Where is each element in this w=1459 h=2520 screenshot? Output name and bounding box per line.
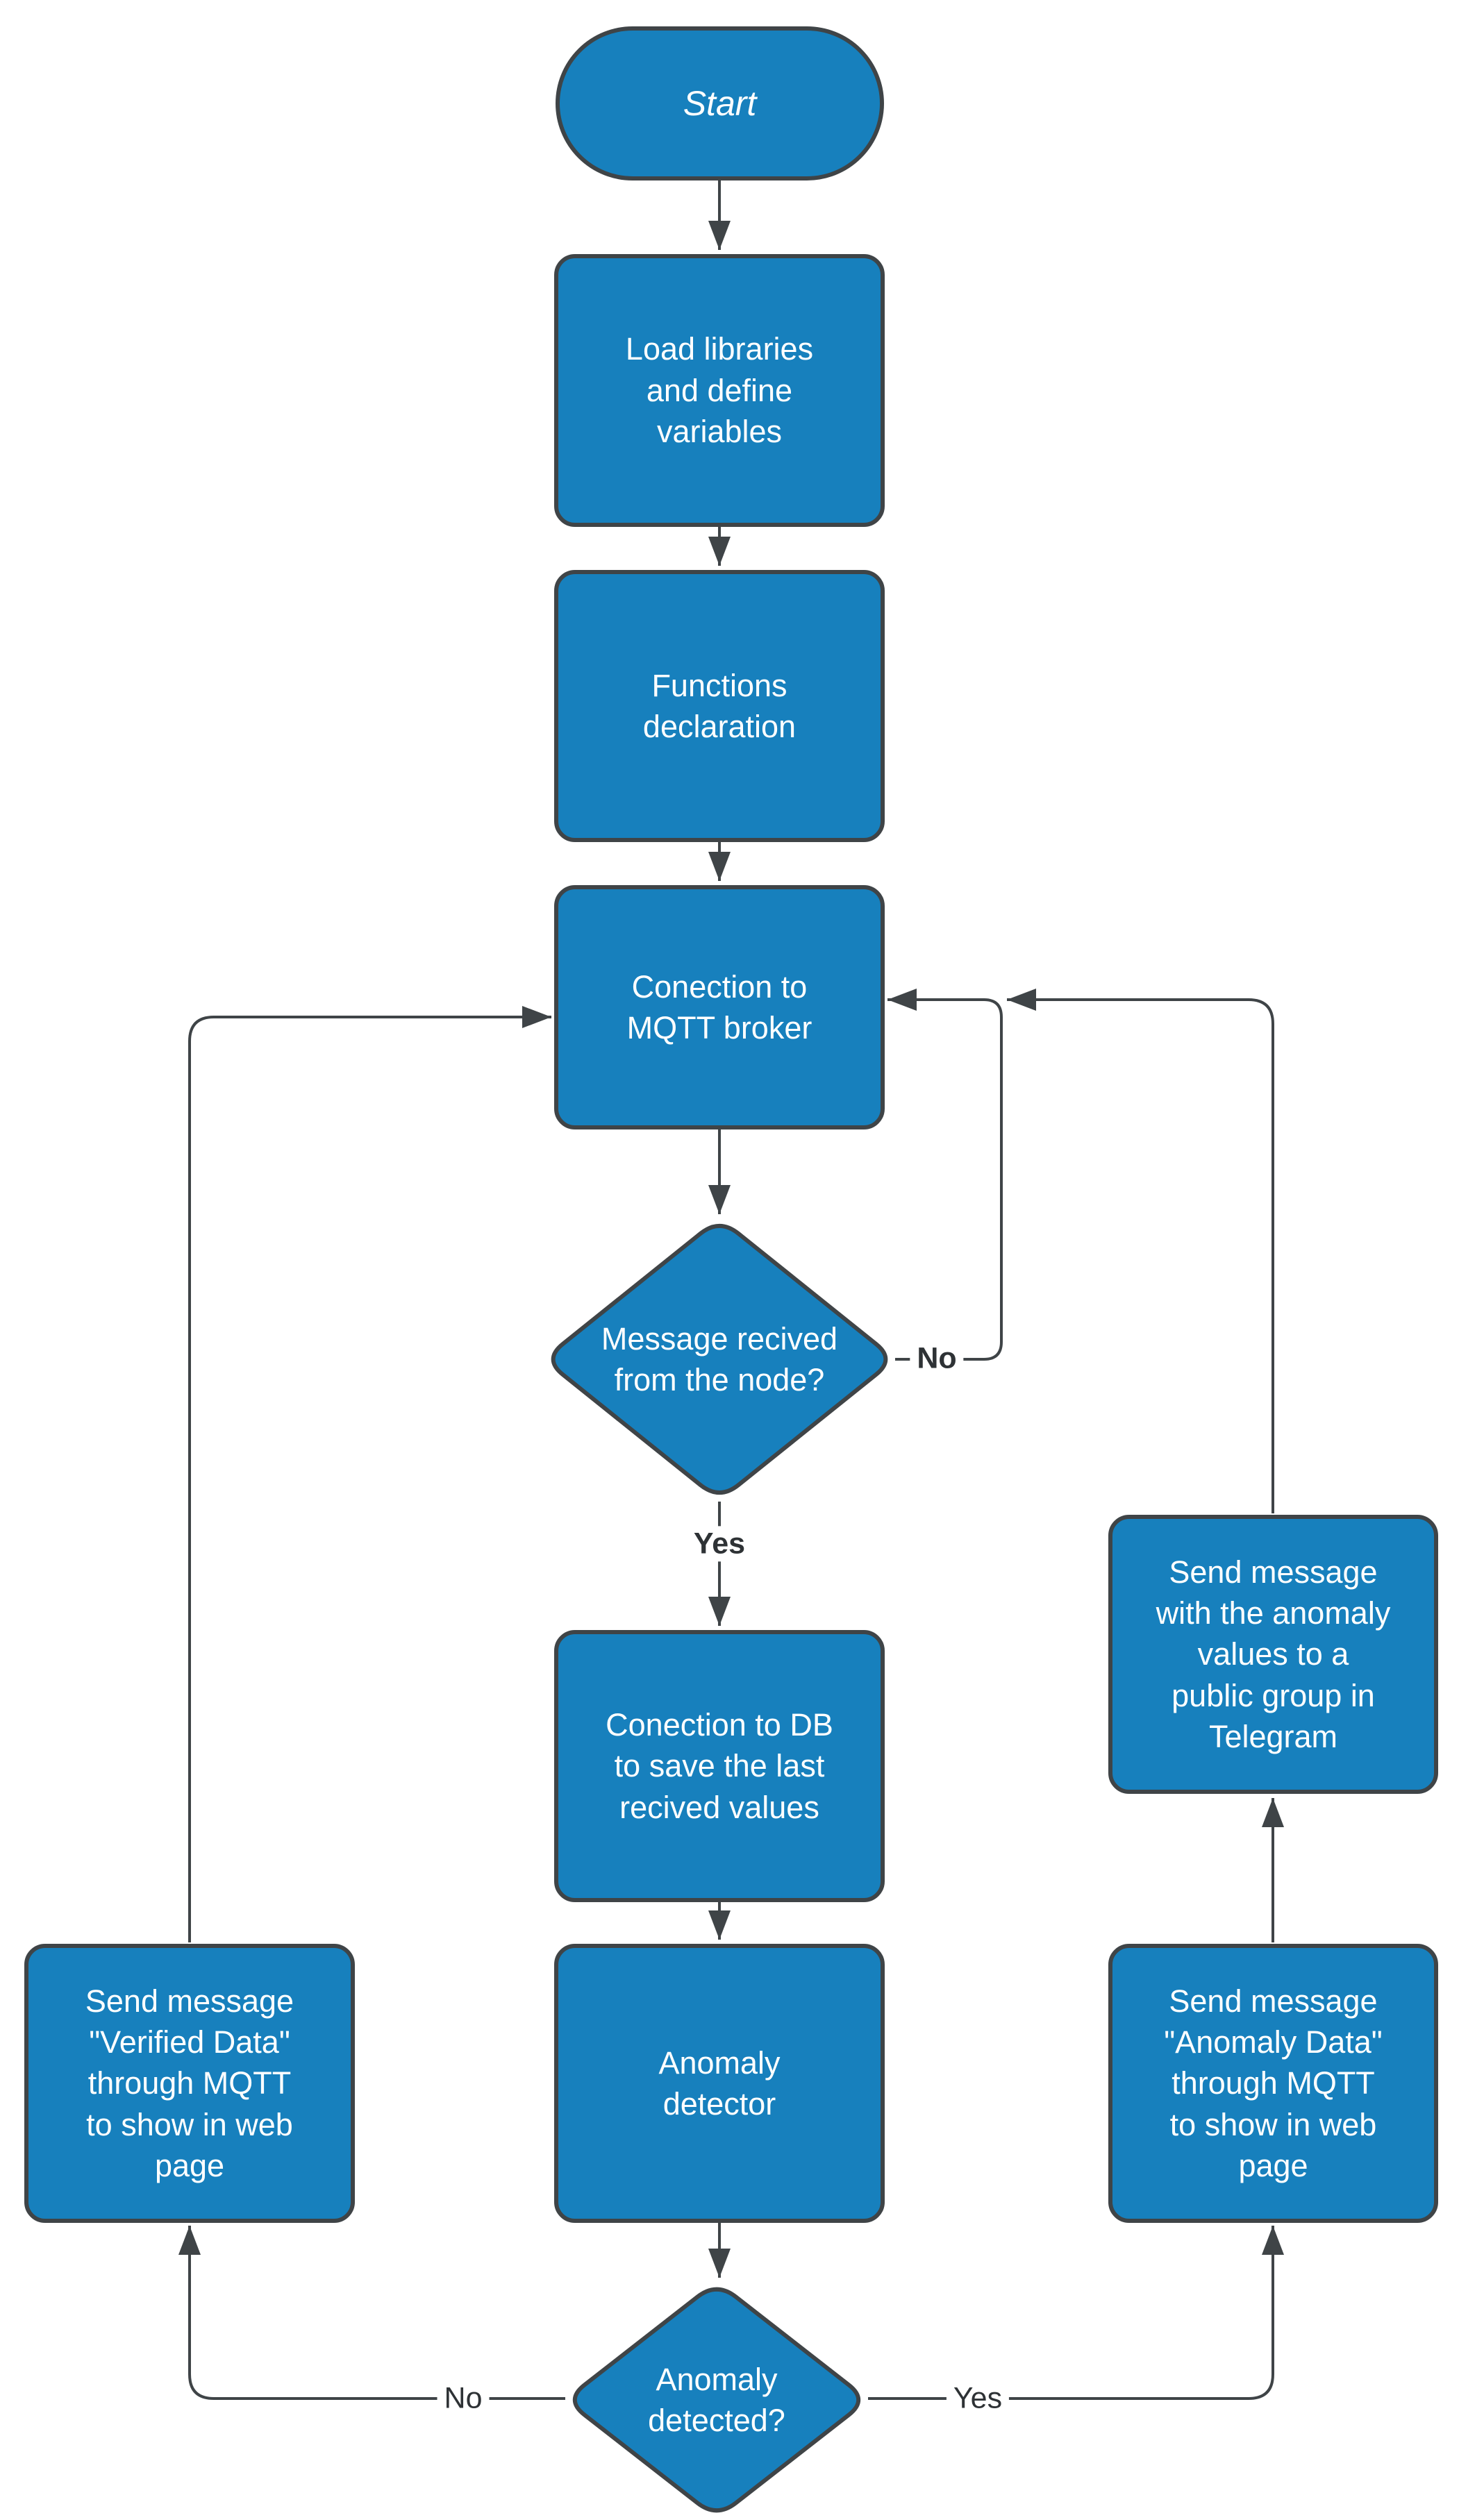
edge-verified-to-mqtt-loop bbox=[188, 1006, 551, 1942]
edge-label-anomaly-yes: Yes bbox=[946, 2380, 1010, 2417]
node-load-libraries-label: Load libraries and define variables bbox=[625, 331, 814, 450]
node-mqtt-connection-label: Conection to MQTT broker bbox=[626, 968, 812, 1045]
node-anomaly-detector: Anomaly detector bbox=[554, 1944, 885, 2223]
edge-label-message-yes: Yes bbox=[686, 1526, 753, 1562]
node-send-telegram-label: Send message with the anomaly values to … bbox=[1156, 1554, 1391, 1755]
edge-message-no-loop bbox=[887, 989, 1003, 1361]
node-anomaly-detector-label: Anomaly detector bbox=[658, 2044, 781, 2122]
node-db-connection: Conection to DB to save the last recived… bbox=[554, 1630, 885, 1902]
node-start: Start bbox=[556, 26, 884, 180]
edge-label-anomaly-no: No bbox=[437, 2380, 490, 2417]
edge-anomaly-no-to-verified bbox=[178, 2226, 565, 2400]
node-send-anomaly-data: Send message "Anomaly Data" through MQTT… bbox=[1108, 1944, 1438, 2223]
node-mqtt-connection: Conection to MQTT broker bbox=[554, 885, 885, 1129]
edge-anomaly-yes-to-anomaly-data bbox=[868, 2226, 1284, 2400]
node-send-verified-data-label: Send message "Verified Data" through MQT… bbox=[85, 1983, 294, 2184]
node-load-libraries: Load libraries and define variables bbox=[554, 254, 885, 527]
edge-telegram-loop-to-mqtt bbox=[1007, 989, 1274, 1513]
node-functions-declaration-label: Functions declaration bbox=[642, 667, 797, 744]
node-functions-declaration: Functions declaration bbox=[554, 570, 885, 842]
decision-anomaly-detected-shape bbox=[572, 2287, 861, 2513]
node-send-anomaly-data-label: Send message "Anomaly Data" through MQTT… bbox=[1164, 1983, 1383, 2184]
decision-message-received-shape bbox=[551, 1224, 888, 1495]
node-start-label: Start bbox=[683, 84, 757, 123]
node-send-telegram: Send message with the anomaly values to … bbox=[1108, 1515, 1438, 1794]
node-db-connection-label: Conection to DB to save the last recived… bbox=[606, 1706, 833, 1825]
node-send-verified-data: Send message "Verified Data" through MQT… bbox=[24, 1944, 355, 2223]
edge-label-message-no: No bbox=[910, 1341, 964, 1377]
